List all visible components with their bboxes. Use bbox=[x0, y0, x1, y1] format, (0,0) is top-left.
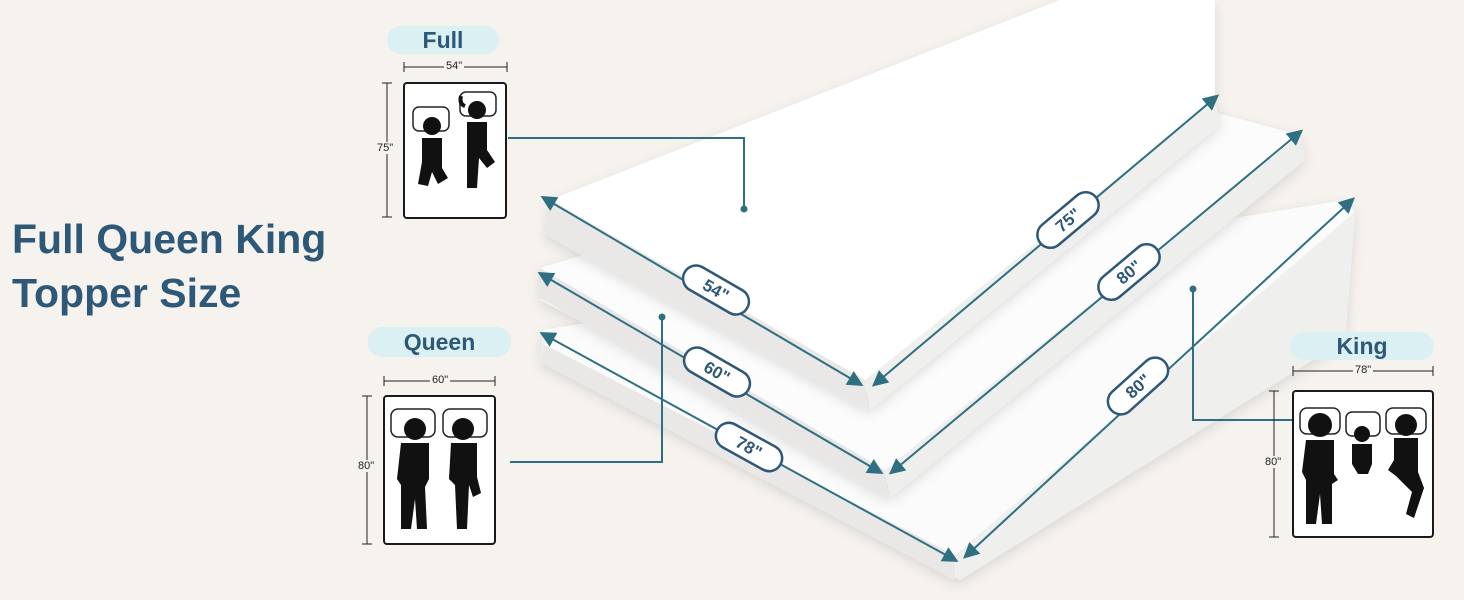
king-length-text: 80" bbox=[1265, 456, 1282, 468]
full-length-text: 75" bbox=[377, 142, 394, 154]
leader-dots bbox=[658, 205, 1197, 321]
headline: Full Queen King Topper Size bbox=[12, 212, 326, 320]
queen-width-text: 60" bbox=[430, 374, 451, 386]
badge-king-width: 78" bbox=[714, 421, 784, 473]
queen-size-label: Queen bbox=[368, 327, 511, 357]
headline-line1: Full Queen King bbox=[12, 216, 327, 262]
king-width-text: 78" bbox=[1353, 364, 1374, 376]
king-size-label: King bbox=[1290, 332, 1434, 360]
full-bed-illustration bbox=[403, 82, 507, 219]
sleepers-icon bbox=[412, 91, 497, 188]
sleepers-icon bbox=[1299, 407, 1427, 524]
full-width-text: 54" bbox=[444, 60, 465, 72]
badge-queen-width: 60" bbox=[682, 346, 752, 398]
king-bed-illustration bbox=[1292, 390, 1434, 538]
sleepers-icon bbox=[390, 408, 488, 529]
leader-lines bbox=[508, 137, 1293, 463]
full-size-label: Full bbox=[387, 26, 499, 54]
queen-bed-illustration bbox=[383, 395, 496, 545]
headline-line2: Topper Size bbox=[12, 270, 242, 316]
queen-length-text: 80" bbox=[358, 460, 375, 472]
badge-full-width: 54" bbox=[681, 264, 751, 316]
